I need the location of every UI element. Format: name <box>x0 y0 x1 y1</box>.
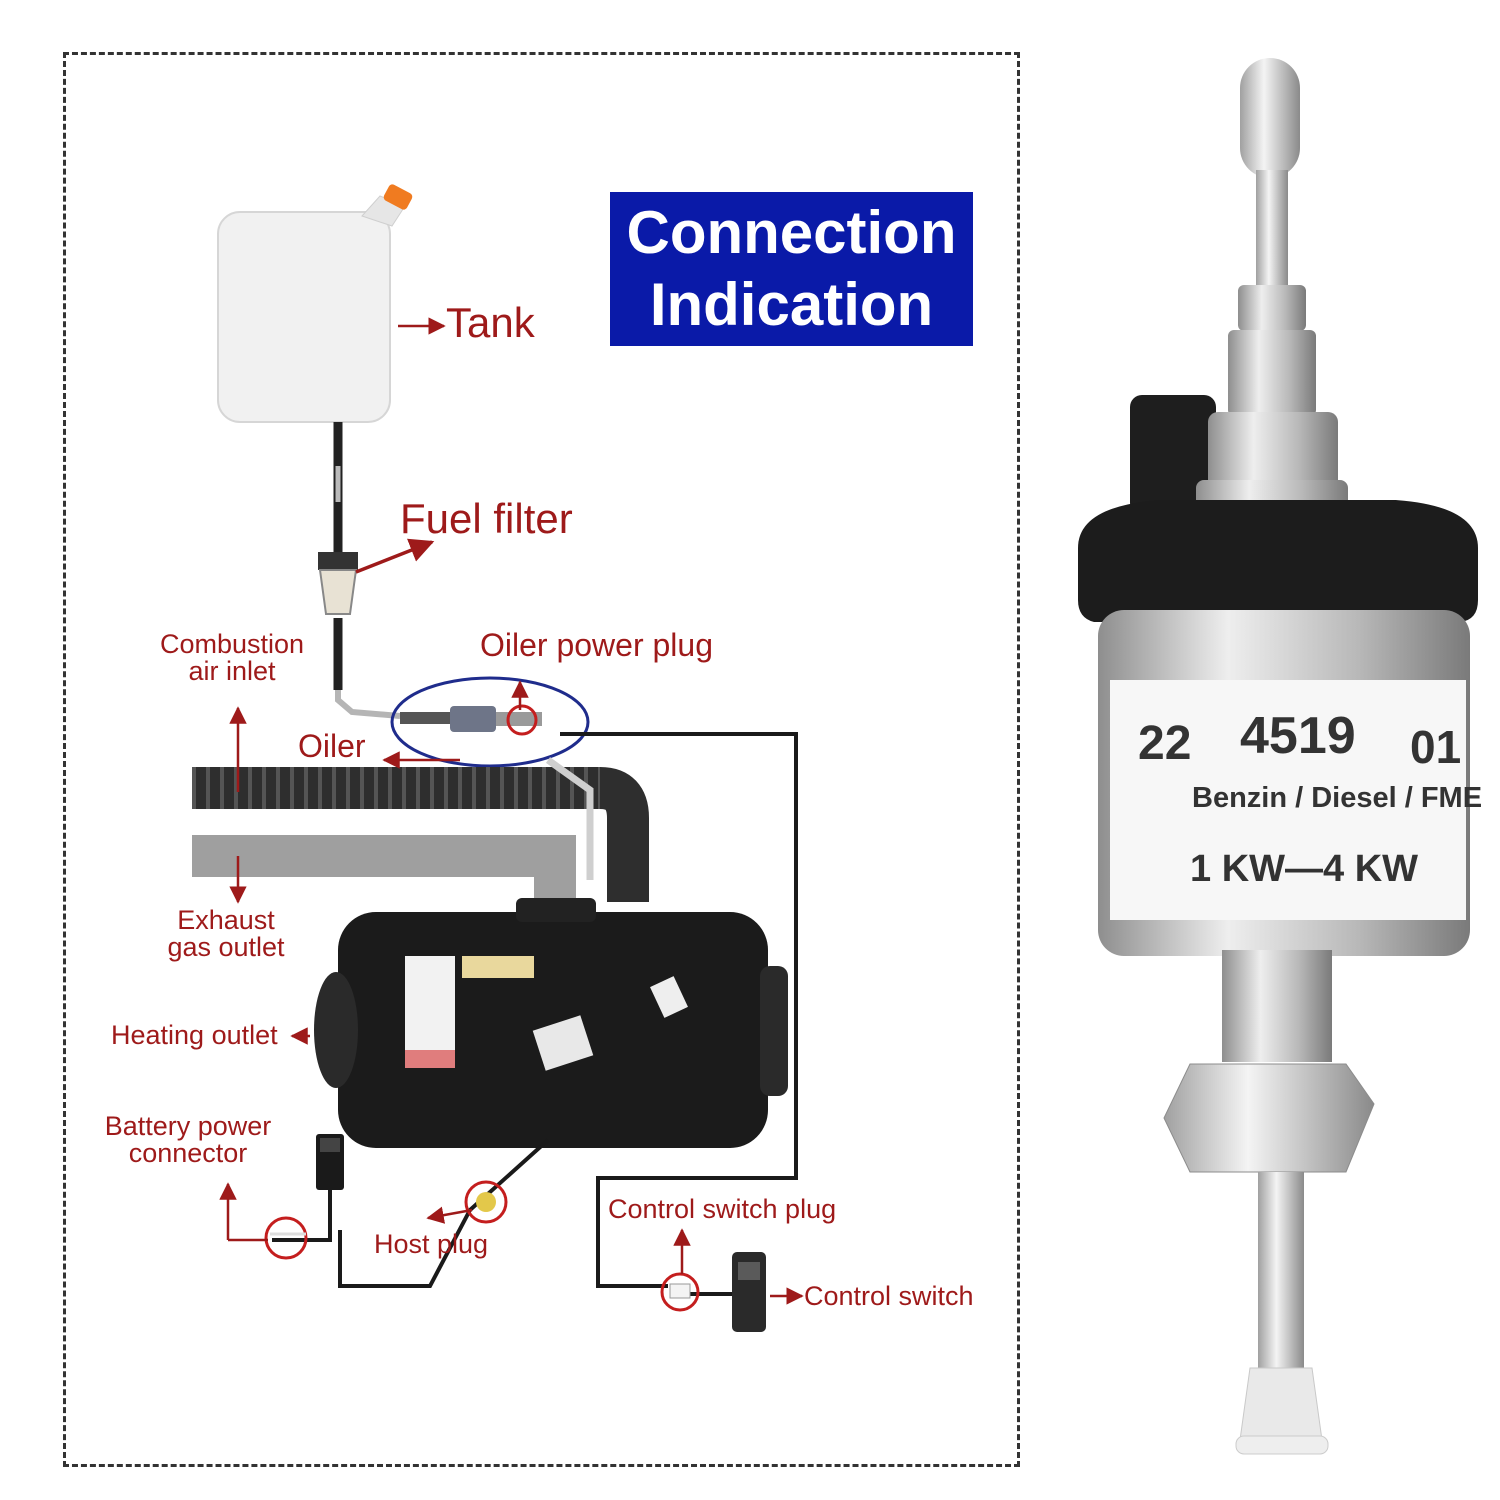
label-host-plug: Host plug <box>374 1229 489 1259</box>
fuel-pump-icon <box>1078 58 1478 1455</box>
label-exhaust-gas-outlet: Exhaust gas outlet <box>158 907 294 961</box>
fuel-line <box>333 422 401 719</box>
pump-part-c: 01 <box>1410 721 1462 773</box>
oiler-icon <box>390 676 590 768</box>
label-arrows <box>219 317 804 1305</box>
label-oiler: Oiler <box>298 728 366 764</box>
label-tank: Tank <box>446 299 535 346</box>
label-combustion-line-2: air inlet <box>188 656 276 686</box>
title-line-1: Connection <box>626 199 957 266</box>
battery-connector-icon <box>264 1134 344 1260</box>
label-battery-line-1: Battery power <box>104 1111 272 1141</box>
heater-unit-icon <box>314 898 788 1148</box>
label-oiler-power-plug: Oiler power plug <box>480 627 713 663</box>
label-combustion-line-1: Combustion <box>159 629 305 659</box>
diagram-frame <box>63 52 1020 1467</box>
host-plug-icon <box>464 1180 508 1224</box>
heater-duct <box>192 757 649 910</box>
label-control-switch-plug: Control switch plug <box>608 1194 837 1224</box>
label-fuel-filter: Fuel filter <box>400 495 573 542</box>
label-exhaust-line-2: gas outlet <box>167 932 285 962</box>
pump-part-a: 22 <box>1138 717 1192 770</box>
connection-title: Connection Indication <box>610 192 973 346</box>
tank-icon <box>217 184 413 423</box>
fuel-filter-icon <box>318 552 358 615</box>
title-line-2: Indication <box>649 271 934 338</box>
pump-part-b: 4519 <box>1240 707 1356 765</box>
label-combustion-air-inlet: Combustion air inlet <box>150 631 314 685</box>
label-exhaust-line-1: Exhaust <box>177 905 275 935</box>
label-heating-outlet: Heating outlet <box>111 1020 278 1050</box>
wiring <box>272 732 798 1296</box>
label-control-switch: Control switch <box>804 1281 974 1311</box>
pump-power-range: 1 KW—4 KW <box>1190 848 1418 890</box>
label-battery-line-2: connector <box>128 1138 248 1168</box>
label-battery-power-connector: Battery power connector <box>95 1113 281 1167</box>
control-switch-icon <box>660 1252 766 1332</box>
pump-fuel-types: Benzin / Diesel / FME <box>1192 782 1483 814</box>
